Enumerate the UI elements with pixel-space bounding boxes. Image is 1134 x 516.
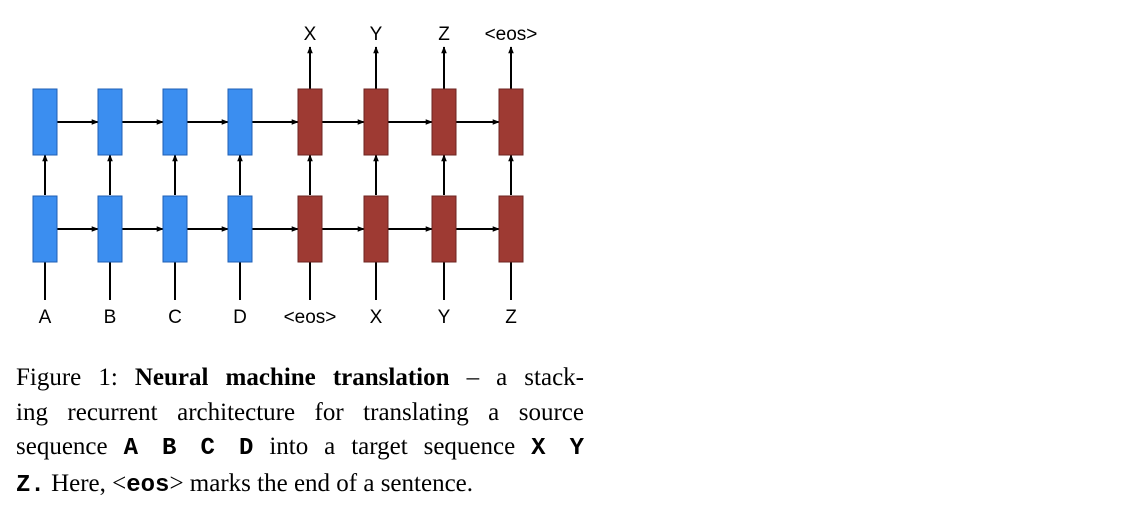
output-token-2: Z [438,24,450,45]
nmt-diagram: A B C D <eos> X Y Z X Y Z <eos> [32,24,538,328]
source-sequence: A B C D [123,435,254,462]
encoder-cell-layer-1-0 [32,195,58,263]
decoder-cell-layer-2-5 [363,88,389,156]
output-token-3: <eos> [485,24,538,45]
target-sequence: X Y [531,435,585,462]
caption-line-1: Figure 1: Neural machine translation – a… [16,361,584,396]
source-token-1: B [104,307,117,328]
decoder-cell-layer-1-6 [431,195,457,263]
target-sequence-end: Z. [16,471,45,499]
eos-token: eos [126,471,170,499]
decoder-cell-layer-2-7 [498,88,524,156]
decoder-cell-layer-2-4 [297,88,323,156]
encoder-cell-layer-2-0 [32,88,58,156]
decoder-cell-layer-1-4 [297,195,323,263]
source-token-2: C [168,307,182,328]
caption-line-3: sequence A B C D into a target sequence … [16,430,584,467]
caption-text: – a stack- [466,364,584,391]
decoder-cell-layer-1-5 [363,195,389,263]
caption-text: sequence [16,433,108,460]
output-token-0: X [304,24,317,45]
encoder-cell-layer-2-3 [227,88,253,156]
encoder-cell-layer-2-1 [97,88,123,156]
source-token-0: A [39,307,52,328]
encoder-cell-layer-1-3 [227,195,253,263]
figure-title: Neural machine translation [134,364,450,391]
encoder-cell-layer-1-1 [97,195,123,263]
figure-caption: Figure 1: Neural machine translation – a… [16,361,584,503]
caption-text: Here, < [51,469,127,497]
decoder-input-token-2: Y [438,307,451,328]
encoder-cell-layer-1-2 [162,195,188,263]
figure-number: Figure 1: [16,364,118,391]
decoder-cell-layer-1-7 [498,195,524,263]
decoder-input-token-1: X [370,307,383,328]
encoder-cell-layer-2-2 [162,88,188,156]
caption-line-4: Z. Here, <eos> marks the end of a senten… [16,467,584,504]
output-token-1: Y [370,24,383,45]
rnn-cells [32,88,524,263]
source-token-3: D [233,307,247,328]
decoder-input-token-0: <eos> [284,307,337,328]
caption-text: into a target sequence [269,433,516,460]
caption-line-2: ing recurrent architecture for translati… [16,398,584,426]
decoder-input-token-3: Z [505,307,517,328]
caption-text: > marks the end of a sentence. [169,469,474,497]
decoder-cell-layer-2-6 [431,88,457,156]
token-labels: A B C D <eos> X Y Z X Y Z <eos> [39,24,538,328]
